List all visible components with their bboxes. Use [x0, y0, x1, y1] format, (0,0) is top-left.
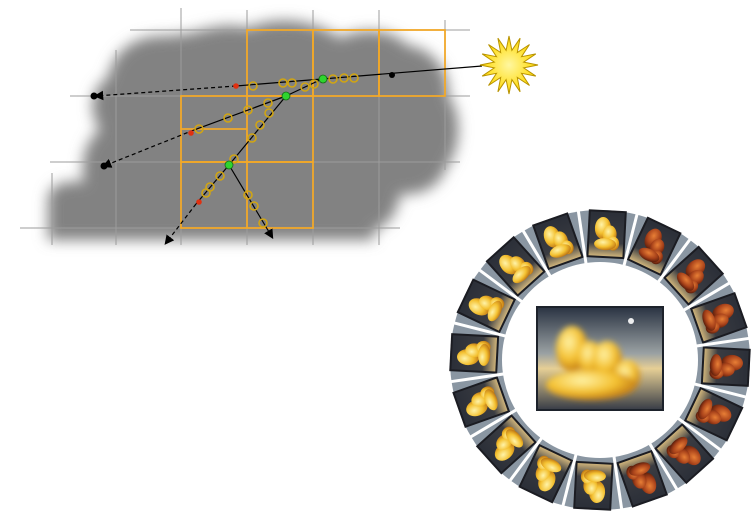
ring-thumbnail	[616, 449, 669, 508]
ring-thumbnail	[586, 209, 627, 260]
ray-to-bottom	[228, 95, 287, 166]
ray-dashed	[164, 203, 197, 245]
ring-thumbnail	[689, 291, 748, 344]
ring-thumbnail	[700, 346, 751, 387]
primary-ray	[285, 78, 323, 97]
ring-segments	[449, 209, 751, 511]
ring-separator	[662, 281, 731, 324]
ray-right	[228, 164, 274, 240]
center-render	[536, 306, 664, 411]
ring-thumbnail	[654, 423, 715, 485]
ray-dashed	[101, 129, 195, 168]
ring-separator	[616, 213, 639, 289]
ray-left-top	[193, 95, 287, 131]
ring-separator	[561, 431, 584, 507]
ring-separator	[508, 418, 557, 482]
ring-separator	[671, 376, 747, 399]
sample-points	[194, 73, 359, 228]
ring-thumbnail	[456, 278, 517, 334]
ring-separator	[609, 432, 624, 510]
ring-thumbnail	[475, 414, 537, 475]
ring-thumbnail	[531, 212, 584, 271]
ring-separator	[521, 229, 564, 298]
ring-separator	[453, 321, 529, 344]
ring-thumbnail	[663, 245, 725, 306]
ring-separator	[450, 369, 528, 384]
ring-thumbnail	[485, 235, 546, 297]
ring-thumbnail	[449, 333, 500, 374]
cloud-silhouette	[48, 20, 459, 241]
ring-separator	[636, 422, 679, 491]
ring-thumbnail	[452, 376, 511, 429]
ring-thumbnail	[573, 460, 614, 511]
ring-separator	[658, 403, 722, 452]
ring-separator	[469, 396, 538, 439]
rendered-cloud	[546, 326, 640, 400]
ray-dashed	[93, 85, 237, 101]
ray-endpoints	[90, 72, 395, 170]
ring-thumbnail	[626, 216, 682, 277]
sun-glint	[628, 318, 634, 324]
ring-thumbnail	[518, 443, 574, 504]
cloud-diagram	[20, 8, 539, 245]
sun-icon	[479, 35, 539, 95]
primary-ray	[321, 65, 483, 80]
ring-separator	[643, 238, 692, 302]
ring-thumbnail	[683, 386, 744, 442]
light-rays	[93, 65, 483, 245]
exit-points	[188, 83, 239, 205]
ring-separator	[576, 210, 591, 288]
intersection-points	[224, 74, 328, 170]
ring-separators	[450, 210, 750, 510]
ring-separator	[672, 336, 750, 351]
ring-separator	[478, 268, 542, 317]
